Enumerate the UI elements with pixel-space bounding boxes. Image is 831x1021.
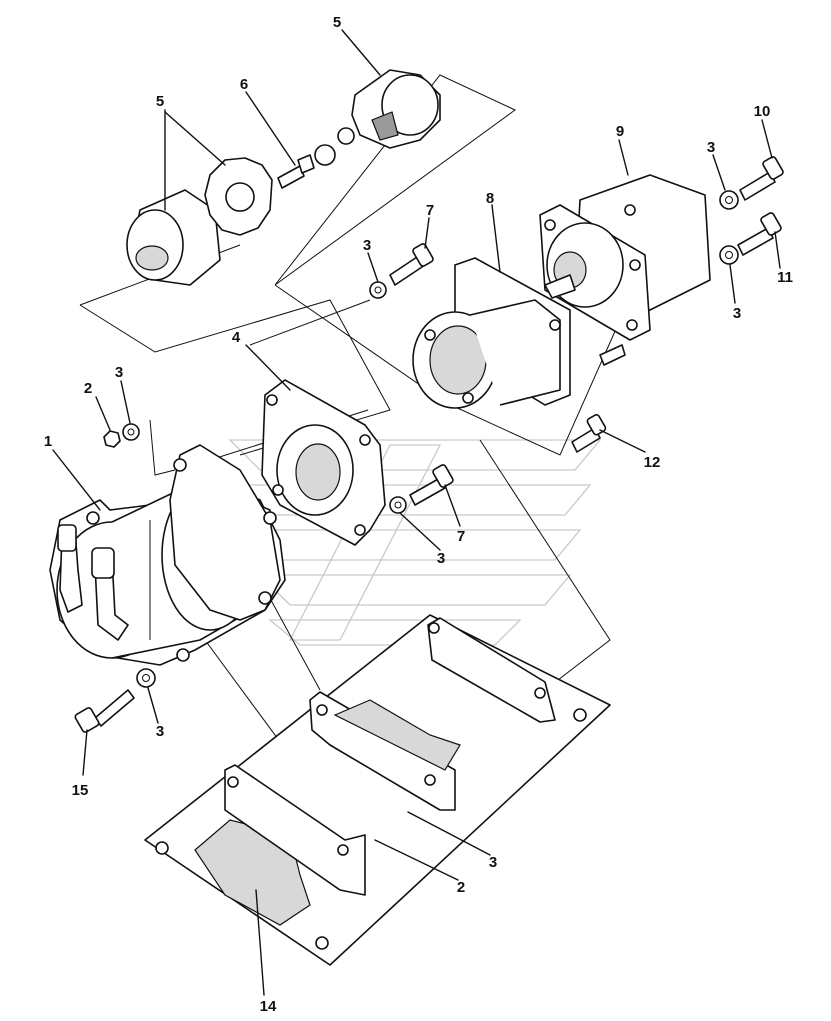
- bolt-part-10: [739, 156, 784, 201]
- callout-2-bottom: 2: [457, 879, 465, 896]
- callout-15: 15: [72, 782, 89, 799]
- callout-14: 14: [260, 998, 277, 1015]
- callout-3-bottom-left: 3: [156, 723, 164, 740]
- callout-7-lower: 7: [457, 528, 465, 545]
- callout-labels: 1 2 3 4 5 5 6 7 3 8 9 3 10 11 3 12 3 7 3…: [44, 14, 793, 1015]
- bolt-part-12: [571, 414, 607, 453]
- callout-leaders: [52, 29, 781, 996]
- callout-11: 11: [777, 269, 793, 286]
- callout-12: 12: [644, 454, 661, 471]
- base-plate-part-14: [144, 614, 611, 966]
- bolt-part-7-lower: [409, 464, 454, 506]
- callout-5-left: 5: [156, 93, 164, 110]
- callout-6: 6: [240, 76, 248, 93]
- bolt-part-11: [737, 212, 782, 256]
- hydraulic-motor-part-9: [539, 174, 711, 366]
- callout-3-upper-right: 3: [707, 139, 715, 156]
- coupling-part-5: [126, 69, 441, 286]
- callout-4: 4: [232, 329, 241, 346]
- callout-5-top: 5: [333, 14, 341, 31]
- callout-3-right: 3: [733, 305, 741, 322]
- callout-2-left: 2: [84, 380, 92, 397]
- set-screw-part-6: [277, 127, 355, 189]
- callout-8: 8: [486, 190, 494, 207]
- callout-7-upper: 7: [426, 202, 434, 219]
- callout-9: 9: [616, 123, 624, 140]
- callout-1: 1: [44, 433, 52, 450]
- bell-housing-part-8: [412, 257, 571, 409]
- callout-3-left: 3: [115, 364, 123, 381]
- bolt-part-7-upper: [389, 243, 434, 286]
- callout-3-upper-mid: 3: [363, 237, 371, 254]
- callout-3-center: 3: [437, 550, 445, 567]
- adapter-flange-part-4: [261, 379, 386, 546]
- callout-10: 10: [754, 103, 771, 120]
- callout-3-bottom: 3: [489, 854, 497, 871]
- pump-body-part-1: [49, 444, 286, 666]
- bolt-part-15: [74, 689, 135, 733]
